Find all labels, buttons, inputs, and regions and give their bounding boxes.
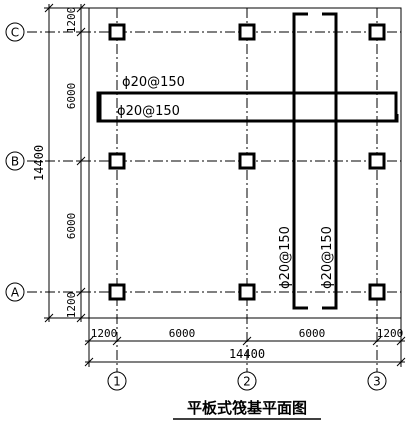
bottom-tick-2: [112, 336, 122, 346]
axis-label-1: 1: [113, 375, 121, 389]
axis-label-2: 2: [243, 375, 251, 389]
column-c2: [238, 23, 256, 41]
bottom-dim-6000-left: 6000: [169, 327, 196, 340]
column-a2: [238, 283, 256, 301]
row-axis-bubbles: C B A: [5, 22, 25, 302]
left-dim-1200-top: 1200: [65, 7, 78, 34]
axis-label-c: C: [11, 26, 19, 40]
left-dim-6000-top: 6000: [65, 83, 78, 110]
axis-lines: [27, 8, 401, 372]
left-dim-1200-bottom: 1200: [65, 292, 78, 319]
left-dimension-lines: [44, 3, 89, 323]
rebar-label-bottom: ϕ20@150: [117, 104, 180, 119]
axis-bubble-a: [5, 282, 25, 302]
rebar-bar-bottom: [98, 91, 399, 123]
axis-bubble-1: [107, 371, 127, 391]
bottom-dimension-texts: 1200 6000 6000 1200 14400: [91, 327, 404, 361]
bottom-dim-total: 14400: [229, 347, 265, 361]
left-tick-3: [76, 156, 86, 166]
left-tick-6: [44, 3, 54, 13]
column-c3: [368, 23, 386, 41]
rebar-label-right: ϕ20@150: [320, 226, 335, 289]
axis-bubble-3: [367, 371, 387, 391]
left-tick-7: [44, 313, 54, 323]
column-b1: [108, 152, 126, 170]
columns: [108, 23, 386, 301]
left-tick-4: [76, 287, 86, 297]
rebar-label-top: ϕ20@150: [122, 75, 185, 90]
left-tick-2: [76, 27, 86, 37]
left-dim-6000-bottom: 6000: [65, 213, 78, 240]
column-a1: [108, 283, 126, 301]
left-dim-total: 14400: [32, 145, 46, 181]
axis-label-3: 3: [373, 375, 381, 389]
column-b2: [238, 152, 256, 170]
column-a3: [368, 283, 386, 301]
bottom-dimension-lines: [84, 318, 406, 367]
left-tick-1: [76, 3, 86, 13]
bottom-tick-4: [372, 336, 382, 346]
rebar-bar-left: [292, 12, 308, 310]
axis-bubble-2: [237, 371, 257, 391]
column-b3: [368, 152, 386, 170]
vertical-rebar-strip: ϕ20@150 ϕ20@150: [278, 12, 338, 310]
bottom-tick-1: [84, 336, 94, 346]
bottom-tick-7: [396, 357, 406, 367]
bottom-tick-3: [242, 336, 252, 346]
axis-label-a: A: [11, 286, 20, 300]
axis-bubble-c: [5, 22, 25, 42]
axis-bubble-b: [5, 151, 25, 171]
left-tick-5: [76, 313, 86, 323]
rebar-label-left: ϕ20@150: [278, 226, 293, 289]
slab-outline: [88, 7, 402, 319]
bottom-dim-1200-left: 1200: [91, 327, 118, 340]
bottom-dim-6000-right: 6000: [299, 327, 326, 340]
axis-label-b: B: [11, 155, 19, 169]
horizontal-rebar-strip: ϕ20@150 ϕ20@150: [96, 75, 399, 123]
left-dimension-texts: 1200 6000 6000 1200 14400: [32, 7, 78, 319]
bottom-tick-5: [396, 336, 406, 346]
column-c1: [108, 23, 126, 41]
drawing-caption: 平板式筏基平面图: [187, 399, 307, 417]
bottom-tick-6: [84, 357, 94, 367]
rebar-bar-right: [322, 12, 338, 310]
col-axis-bubbles: 1 2 3: [107, 371, 387, 391]
bottom-dim-1200-right: 1200: [377, 327, 404, 340]
